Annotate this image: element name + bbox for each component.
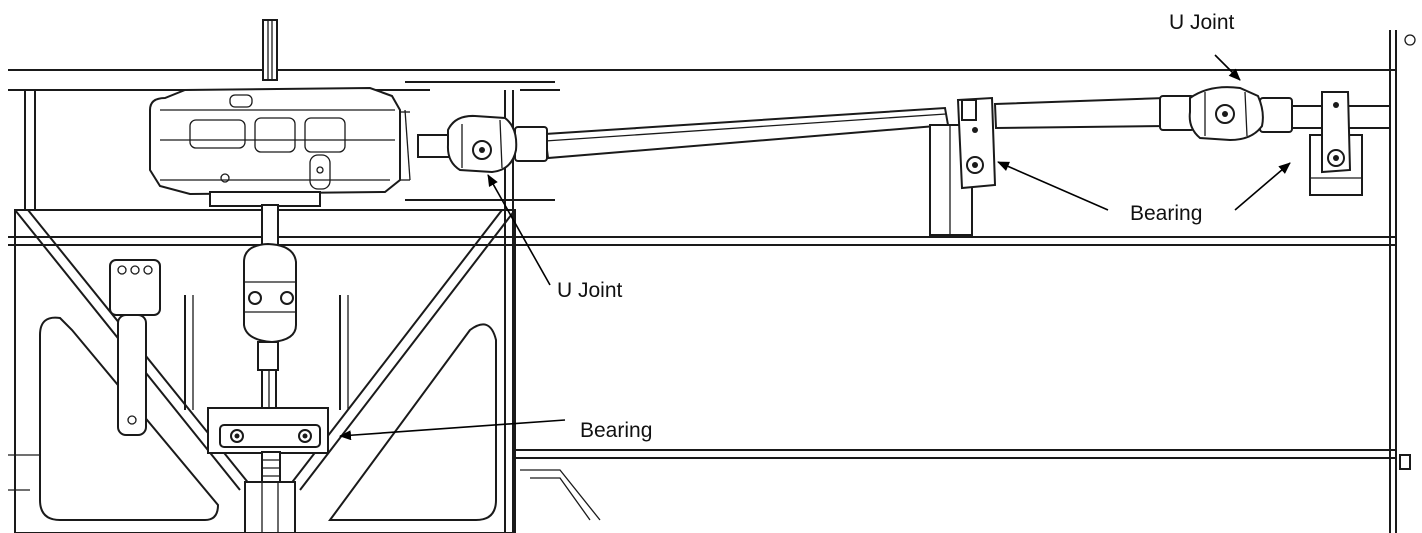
callout-bearing-lower: Bearing <box>580 419 653 442</box>
lower-frame <box>14 209 516 533</box>
bearing-right <box>1309 91 1363 196</box>
leader-arrows <box>339 54 1291 441</box>
callout-u-joint-top: U Joint <box>1169 11 1235 34</box>
callout-bearing-right: Bearing <box>1130 202 1203 225</box>
frame-rails <box>8 30 1416 533</box>
callout-u-joint-bottom: U Joint <box>557 279 623 302</box>
vertical-shaft <box>243 204 297 431</box>
bearing-lower <box>207 407 329 533</box>
bearing-middle <box>929 96 997 236</box>
u-joint-right <box>1188 86 1264 142</box>
u-joint-left <box>446 114 518 174</box>
gearbox <box>149 19 555 207</box>
drive-shaft <box>417 95 1391 162</box>
